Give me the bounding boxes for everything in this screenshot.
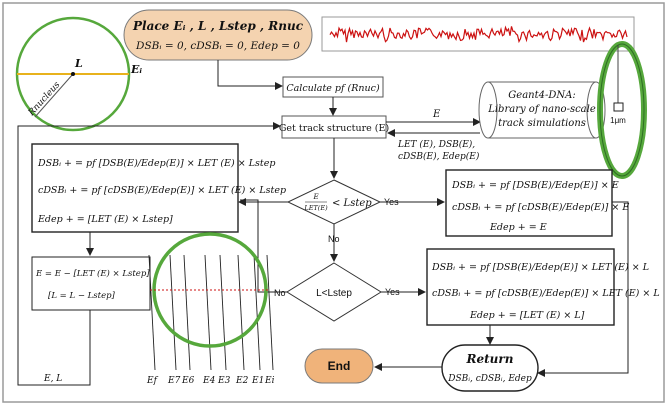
start-box: [123, 9, 313, 61]
arrow-loop-back: [17, 122, 281, 386]
loop-label: E, L: [43, 374, 62, 384]
rightbox2-line3: Edep + = [LET (E) × L]: [469, 310, 585, 321]
decision2-diamond: [286, 262, 382, 322]
start-line1: Place Eᵢ , L , Lstep , Rnuc: [132, 19, 304, 33]
energy-step-lines: [148, 254, 274, 371]
leftbox-line3: Edep + = [LET (E) × Lstep]: [37, 214, 173, 225]
geant4-title: Geant4-DNA:: [508, 90, 575, 101]
energy-step-label: E3: [217, 376, 231, 386]
decision1-numerator: E: [312, 193, 318, 201]
energy-step-line: [169, 254, 177, 371]
nucleus-center-label: L: [74, 57, 83, 70]
decision2-condition: L<Lstep: [316, 288, 352, 299]
energy-step-line: [204, 254, 212, 371]
return-box: [441, 344, 539, 392]
energy-step-label: Ei: [264, 376, 275, 386]
nucleus-center-dot: [71, 72, 75, 76]
decision1-no-label: No: [328, 234, 340, 244]
geant4-library: Geant4-DNA: Library of nano-scale track …: [478, 81, 606, 139]
decision2-yes-label: Yes: [385, 287, 400, 297]
right-box-2: [426, 248, 615, 326]
arrow-rightbox1-to-return: [537, 201, 629, 377]
track-visualization: 1μm: [321, 16, 647, 179]
left-update-box: [31, 143, 239, 233]
energy-step-line: [219, 254, 227, 371]
energy-step-line: [237, 254, 245, 371]
start-line2: DSBᵢ = 0, cDSBᵢ = 0, Edep = 0: [135, 40, 300, 52]
scale-label: 1μm: [610, 116, 626, 125]
geant4-cap-left: [478, 81, 498, 139]
geant4-line3: track simulations: [498, 118, 586, 129]
track-structure-label: Get track structure (E): [279, 123, 389, 134]
energy-step-line: [148, 254, 156, 371]
rightbox1-line2: cDSBᵢ + = pf [cDSB(E)/Edep(E)] × E: [452, 202, 629, 213]
energy-step-line: [183, 254, 191, 371]
green-ring-outline: [599, 43, 645, 177]
energy-step-line: [253, 254, 261, 371]
return-values: DSBᵢ, cDSBᵢ, Edep: [447, 374, 532, 384]
energy-step-line: [266, 254, 274, 371]
decision2-no-label: No: [274, 288, 286, 298]
e-arrow-label: E: [432, 109, 441, 120]
update-line2: [L = L − Lstep]: [48, 291, 116, 301]
scale-box: [613, 102, 624, 112]
energy-step-label: Ef: [146, 376, 159, 386]
update-line1: E = E − [LET (E) × Lstep]: [35, 268, 150, 279]
leftbox-line2: cDSBᵢ + = pf [cDSB(E)/Edep(E)] × LET (E)…: [38, 185, 286, 196]
arrow-start-to-calculate: [217, 60, 283, 90]
line-decision2-to-leftbox: [240, 199, 270, 293]
nucleus-radius-line: [34, 73, 74, 118]
energy-step-label: E2: [235, 376, 249, 386]
nucleus-edge-label: Eᵢ: [130, 63, 142, 76]
decision1-yes-label: Yes: [384, 197, 399, 207]
energy-update-box: [31, 256, 151, 311]
decision1-denominator: LET(E): [303, 204, 328, 212]
end-label: End: [328, 359, 351, 373]
energy-step-label: E6: [181, 376, 195, 386]
energy-step-label: E1: [251, 376, 264, 386]
rightbox1-line1: DSBᵢ + = pf [DSB(E)/Edep(E)] × E: [451, 180, 619, 191]
energy-step-label: E7: [167, 376, 181, 386]
end-box: [304, 348, 374, 384]
geant4-line2: Library of nano-scale: [487, 104, 596, 115]
decision1-condition: < Lstep: [332, 198, 372, 209]
energy-step-label: E4: [202, 376, 216, 386]
calculate-label: Calculate pf (Rnuc): [286, 83, 380, 94]
outputs-line2: cDSB(E), Edep(E): [398, 151, 480, 162]
leftbox-line1: DSBᵢ + = pf [DSB(E)/Edep(E)] × LET (E) ×…: [37, 158, 275, 169]
rightbox2-line1: DSBᵢ + = pf [DSB(E)/Edep(E)] × LET (E) ×…: [431, 262, 649, 273]
rightbox1-line3: Edep + = E: [489, 222, 547, 233]
outputs-line1: LET (E), DSB(E),: [397, 139, 475, 150]
particle-track: [329, 25, 628, 44]
return-title: Return: [466, 352, 514, 366]
right-box-1: [445, 169, 613, 237]
rightbox2-line2: cDSBᵢ + = pf [cDSB(E)/Edep(E)] × LET (E)…: [432, 288, 660, 299]
nucleus-radius-label: Rnucleus: [26, 80, 62, 119]
